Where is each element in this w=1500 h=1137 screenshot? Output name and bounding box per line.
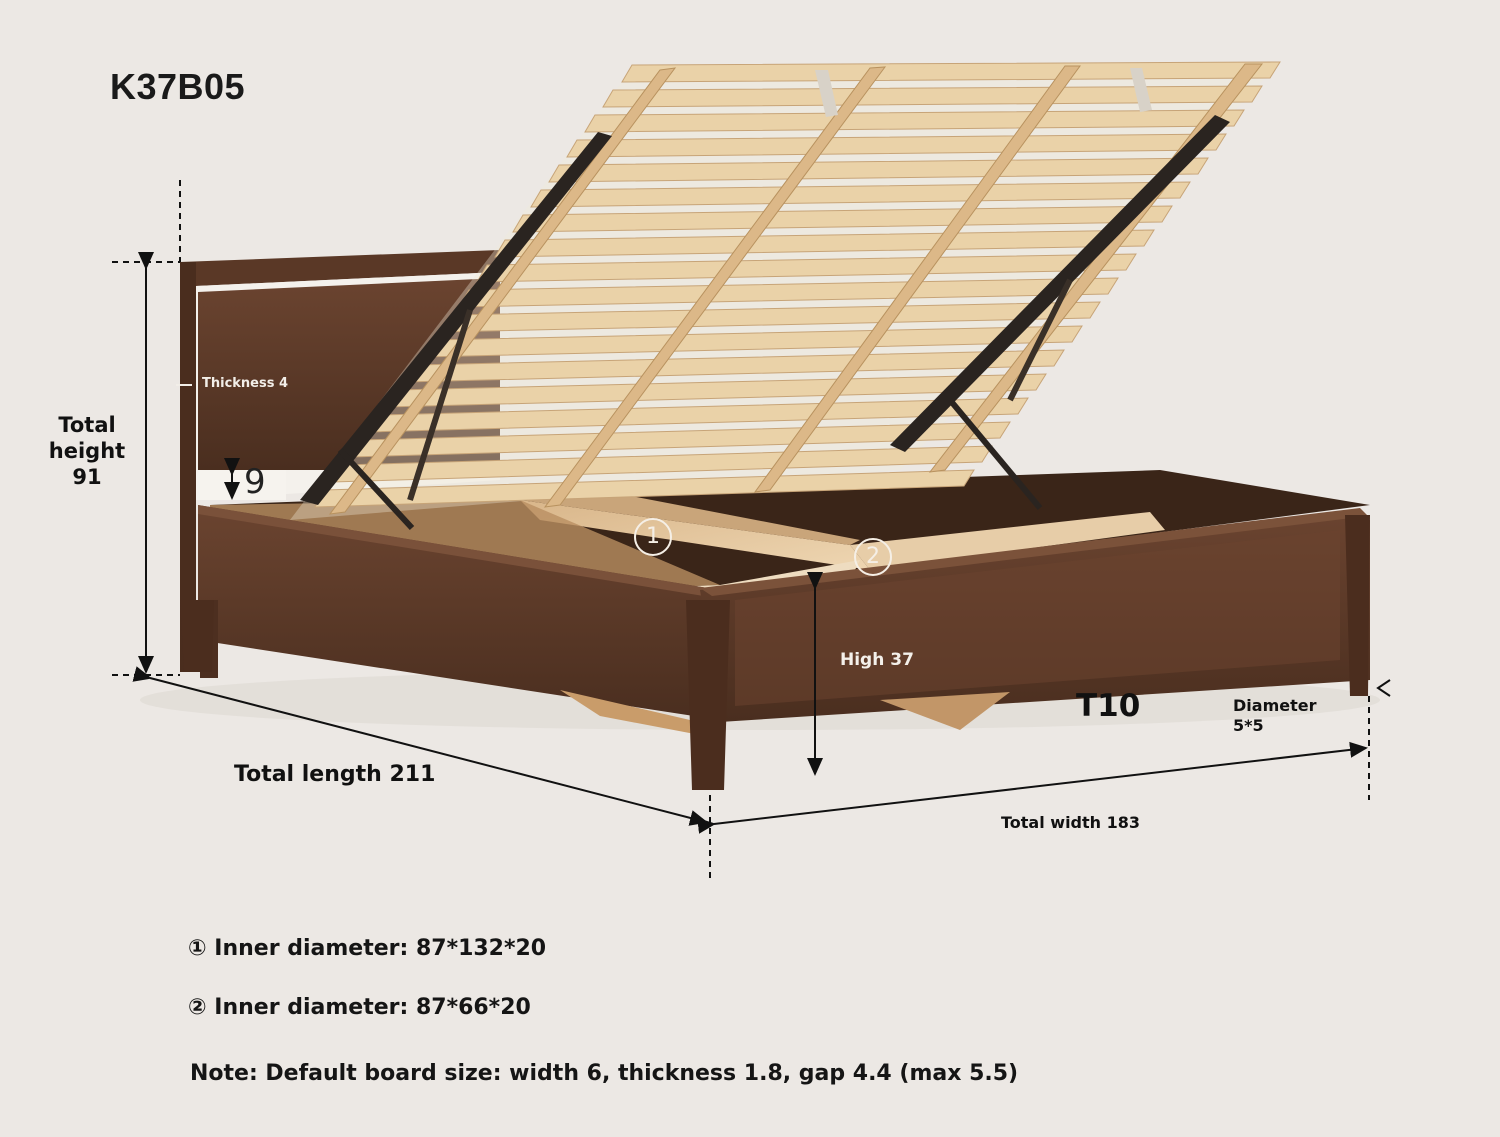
height-37-label: High 37 (840, 650, 914, 670)
compartment-1-badge: 1 (634, 518, 672, 556)
dimension-lines (112, 180, 1391, 882)
headboard-gap-label: 9 (244, 462, 266, 502)
compartment-1-spec: ① Inner diameter: 87*132*20 (188, 936, 547, 961)
board-size-note: Note: Default board size: width 6, thick… (190, 1061, 1019, 1086)
slat-frame (290, 61, 1281, 531)
total-length-label: Total length 211 (234, 762, 436, 787)
compartment-2-badge: 2 (854, 538, 892, 576)
total-height-label: Total height 91 (48, 413, 126, 489)
model-title: K37B05 (110, 66, 246, 107)
thickness-label: Thickness 4 (202, 376, 289, 391)
leg-diameter-label: Diameter 5*5 (1233, 696, 1317, 735)
total-width-label: Total width 183 (1001, 813, 1141, 832)
compartment-2-spec: ② Inner diameter: 87*66*20 (188, 995, 531, 1020)
slat-t10-label: T10 (1076, 688, 1141, 724)
